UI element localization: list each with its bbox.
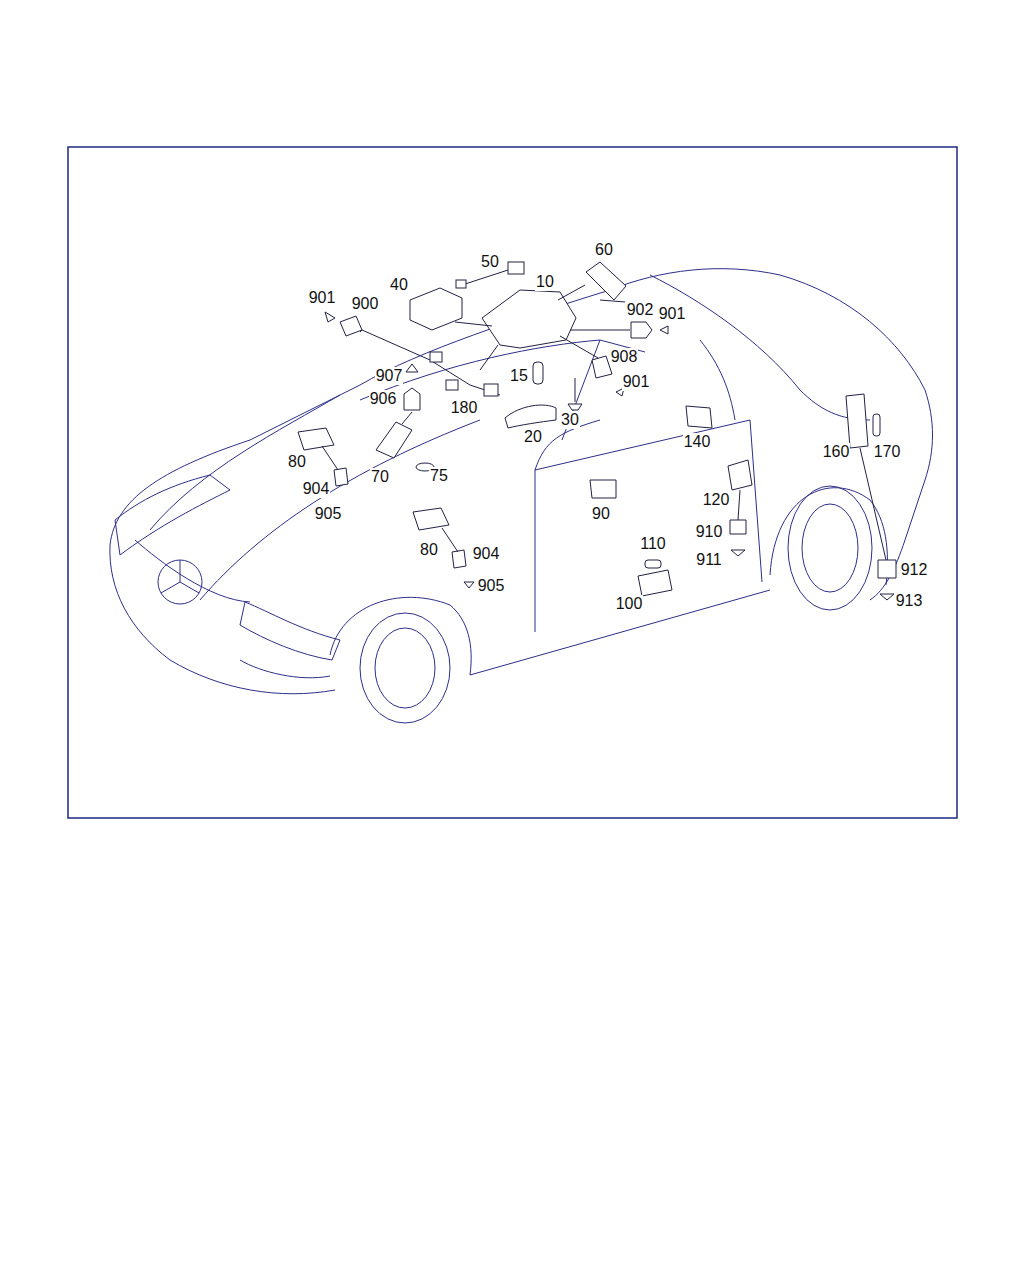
callout-number: 913 <box>895 592 924 610</box>
callout-number: 100 <box>615 595 644 613</box>
callout-number: 70 <box>370 468 390 486</box>
callout-number: 30 <box>560 411 580 429</box>
callout-number: 60 <box>594 241 614 259</box>
callout-number: 912 <box>900 561 929 579</box>
callout-number: 140 <box>683 433 712 451</box>
callout-number: 900 <box>351 295 380 313</box>
callout-number: 901 <box>308 289 337 307</box>
leader-lines <box>322 285 886 560</box>
callout-number: 90 <box>591 505 611 523</box>
callout-number: 20 <box>523 428 543 446</box>
callout-number: 904 <box>472 545 501 563</box>
callout-number: 50 <box>480 253 500 271</box>
callout-number: 904 <box>302 480 331 498</box>
callout-number: 10 <box>535 273 555 291</box>
parts <box>298 262 896 600</box>
callout-number: 906 <box>369 390 398 408</box>
callout-number: 901 <box>658 305 687 323</box>
frame <box>68 147 957 818</box>
callout-number: 15 <box>509 367 529 385</box>
callout-number: 160 <box>822 443 851 461</box>
callout-number: 907 <box>375 367 404 385</box>
callout-number: 905 <box>477 577 506 595</box>
callout-number: 910 <box>695 523 724 541</box>
callout-number: 908 <box>610 348 639 366</box>
callout-number: 40 <box>389 276 409 294</box>
callout-number: 120 <box>702 491 731 509</box>
car-body <box>110 269 933 723</box>
callout-number: 110 <box>639 535 667 553</box>
callout-number: 905 <box>314 505 343 523</box>
callout-number: 901 <box>622 373 651 391</box>
callout-number: 902 <box>626 301 655 319</box>
callout-number: 180 <box>450 399 479 417</box>
callout-number: 170 <box>873 443 902 461</box>
callout-number: 80 <box>419 541 439 559</box>
callout-number: 911 <box>695 551 723 569</box>
callout-number: 75 <box>429 467 449 485</box>
callout-number: 80 <box>287 453 307 471</box>
